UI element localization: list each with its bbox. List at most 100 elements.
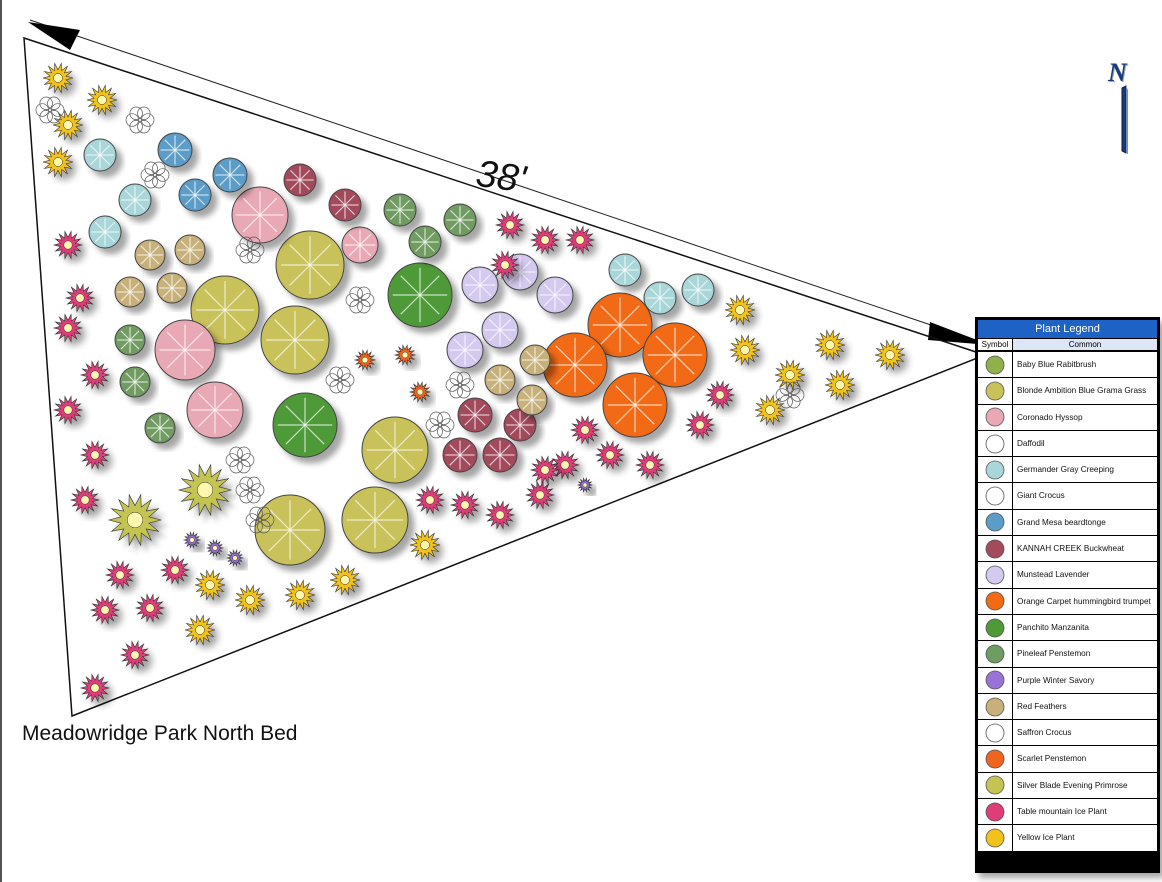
spiky-icon bbox=[985, 828, 1005, 848]
plant-symbol bbox=[42, 62, 74, 94]
legend-symbol bbox=[978, 588, 1013, 614]
plant-symbol bbox=[104, 560, 136, 590]
plant-symbol bbox=[443, 203, 477, 237]
legend-symbol bbox=[978, 430, 1013, 457]
plant-symbol bbox=[408, 381, 432, 403]
north-arrow-icon bbox=[1121, 85, 1128, 154]
legend-row: Baby Blue Rabitbrush bbox=[978, 351, 1157, 378]
plant-symbol bbox=[361, 416, 429, 484]
plant-symbol bbox=[564, 225, 596, 255]
legend-symbol bbox=[978, 562, 1013, 588]
dimension-label: 38' bbox=[473, 152, 529, 202]
legend-symbol bbox=[978, 772, 1013, 799]
legend-common-name: Table mountain Ice Plant bbox=[1013, 799, 1157, 825]
legend-symbol bbox=[978, 378, 1013, 404]
plant-symbol bbox=[212, 157, 248, 193]
plant-symbol bbox=[42, 146, 74, 178]
plant-symbol bbox=[231, 186, 289, 244]
plant-symbol bbox=[225, 446, 255, 474]
plant-symbol bbox=[774, 359, 806, 391]
plant-symbol bbox=[69, 485, 101, 515]
plant-symbol bbox=[86, 84, 118, 116]
plant-symbol bbox=[529, 225, 561, 255]
plant-symbol bbox=[345, 286, 375, 314]
legend-symbol bbox=[978, 825, 1013, 851]
legend-common-name: Baby Blue Rabitbrush bbox=[1013, 352, 1157, 378]
plant-symbol bbox=[190, 275, 260, 345]
plant-symbol bbox=[729, 334, 761, 366]
plant-symbol bbox=[52, 109, 84, 141]
plant-symbol bbox=[594, 440, 626, 470]
plant-symbol bbox=[79, 673, 111, 703]
plant-symbol bbox=[393, 344, 417, 366]
outline-flower-icon bbox=[985, 434, 1005, 453]
legend-common-name: Coronado Hyssop bbox=[1013, 404, 1157, 430]
plant-symbol bbox=[79, 440, 111, 470]
plant-symbol bbox=[442, 437, 478, 473]
plant-symbol bbox=[125, 106, 155, 134]
legend-row: KANNAH CREEK Buckwheat bbox=[978, 535, 1157, 562]
plant-symbol bbox=[83, 138, 117, 172]
plant-symbol bbox=[461, 266, 499, 304]
plant-symbol bbox=[634, 450, 666, 480]
plant-symbol bbox=[107, 493, 163, 547]
bed-title: Meadowridge Park North Bed bbox=[22, 722, 298, 745]
plant-symbol bbox=[88, 215, 122, 249]
plant-symbols bbox=[35, 62, 906, 703]
plant-symbol bbox=[341, 226, 379, 264]
legend-common-name: Purple Winter Savory bbox=[1013, 667, 1157, 693]
plant-symbol bbox=[184, 614, 216, 646]
plant-symbol bbox=[159, 555, 191, 585]
plant-symbol bbox=[178, 178, 212, 212]
legend-col-common: Common bbox=[1013, 339, 1157, 350]
plant-symbol bbox=[446, 331, 484, 369]
plant-symbol bbox=[529, 455, 561, 485]
plant-symbol bbox=[383, 193, 417, 227]
plant-symbol bbox=[157, 132, 193, 168]
plant-symbol bbox=[387, 262, 453, 328]
spiky-icon bbox=[985, 802, 1005, 822]
outline-flower-icon bbox=[985, 723, 1005, 743]
plant-symbol bbox=[519, 344, 551, 376]
plant-symbol bbox=[205, 539, 225, 557]
plant-symbol bbox=[52, 230, 84, 260]
legend-symbol bbox=[978, 641, 1013, 667]
legend-common-name: Giant Crocus bbox=[1013, 483, 1157, 509]
plant-symbol bbox=[353, 349, 377, 371]
legend-row: Silver Blade Evening Primrose bbox=[978, 771, 1157, 799]
plant-symbol bbox=[114, 324, 146, 356]
plant-symbol bbox=[186, 381, 244, 439]
round-shrub-icon bbox=[985, 618, 1005, 638]
legend-symbol bbox=[978, 536, 1013, 562]
spiky-icon bbox=[985, 775, 1005, 795]
plant-symbol bbox=[119, 640, 151, 670]
plant-symbol bbox=[235, 476, 265, 504]
plant-symbol bbox=[134, 593, 166, 623]
legend-title: Plant Legend bbox=[978, 320, 1157, 339]
plant-symbol bbox=[272, 392, 338, 458]
plant-symbol bbox=[234, 584, 266, 616]
plant-symbol bbox=[524, 480, 556, 510]
legend-symbol bbox=[978, 693, 1013, 720]
plant-symbol bbox=[409, 529, 441, 561]
round-shrub-icon bbox=[985, 407, 1005, 427]
plant-symbol bbox=[536, 276, 574, 314]
plant-symbol bbox=[576, 477, 594, 493]
plant-symbol bbox=[52, 313, 84, 343]
round-shrub-icon bbox=[985, 591, 1005, 611]
plant-symbol bbox=[119, 366, 151, 398]
arrow-left-icon bbox=[28, 22, 80, 50]
page-border bbox=[0, 0, 2, 882]
legend-row: Scarlet Penstemon bbox=[978, 745, 1157, 772]
plant-symbol bbox=[484, 364, 516, 396]
legend-row: Saffron Crocus bbox=[978, 719, 1157, 746]
plant-symbol bbox=[235, 236, 265, 264]
legend-common-name: Blonde Ambition Blue Grama Grass bbox=[1013, 378, 1157, 404]
plant-symbol bbox=[542, 332, 608, 398]
plant-symbol bbox=[245, 506, 275, 534]
arrow-right-icon bbox=[928, 322, 990, 345]
legend-common-name: Daffodil bbox=[1013, 430, 1157, 457]
plant-symbol bbox=[260, 305, 330, 375]
legend-row: Daffodil bbox=[978, 429, 1157, 457]
legend-row: Giant Crocus bbox=[978, 482, 1157, 509]
